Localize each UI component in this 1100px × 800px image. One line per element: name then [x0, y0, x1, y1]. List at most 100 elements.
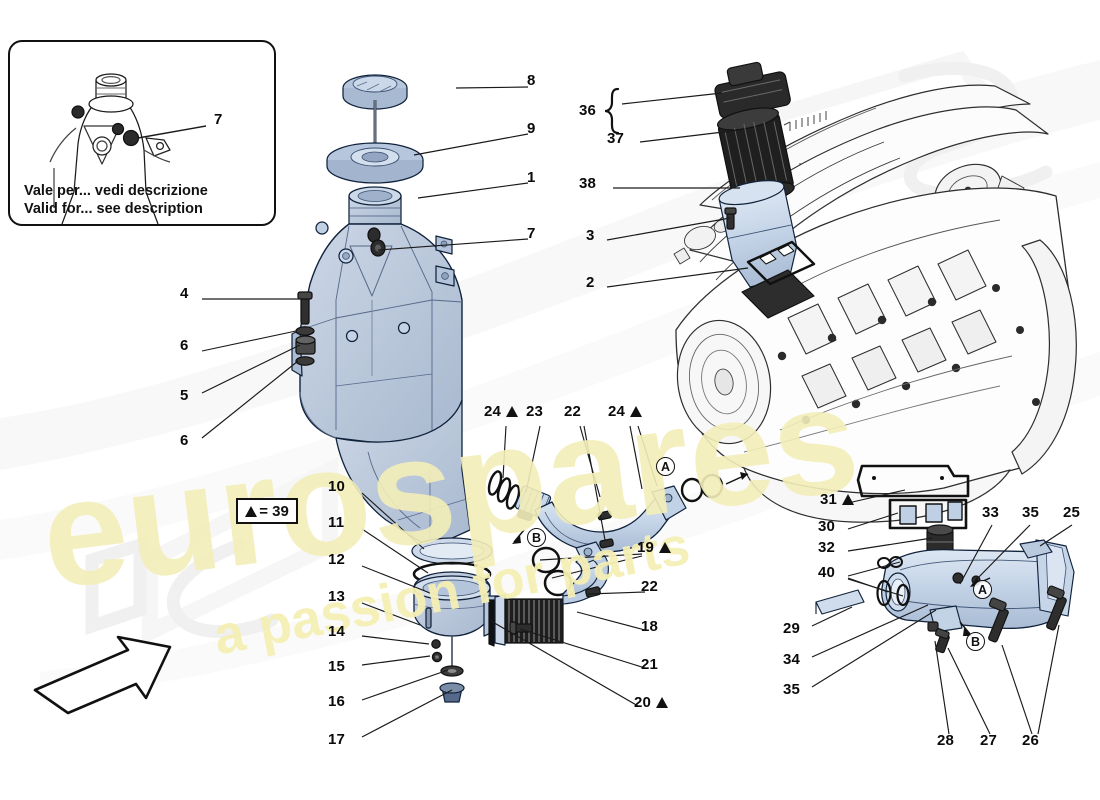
leader-line: [587, 591, 646, 595]
section-marker-b: B: [966, 632, 985, 651]
tank-flange-seal: [326, 142, 424, 184]
leader-line: [847, 578, 904, 597]
callout-4: 4: [180, 286, 189, 301]
leader-line: [201, 330, 297, 352]
callout-number: 3: [586, 227, 595, 244]
callout-number: 10: [328, 478, 346, 495]
callout-number: 21: [641, 656, 659, 673]
callout-12: 12: [328, 552, 345, 567]
callout-37: 37: [607, 131, 624, 146]
triangle-icon: [659, 542, 672, 553]
callout-6: 6: [180, 433, 189, 448]
callout-leader-lines: [201, 86, 1073, 738]
callout-number: 5: [180, 387, 189, 404]
callout-number: 36: [579, 102, 597, 119]
callout-number: 20: [634, 694, 652, 711]
leader-line: [455, 86, 529, 89]
callout-28: 28: [937, 733, 954, 748]
leader-line: [847, 537, 933, 552]
callout-3: 3: [586, 228, 595, 243]
leader-line: [934, 640, 950, 735]
callout-number: 8: [527, 72, 536, 89]
leader-line: [639, 129, 741, 143]
callout-number: 37: [607, 130, 625, 147]
triangle-icon: [842, 494, 855, 505]
callout-number: 33: [982, 504, 1000, 521]
callout-number: 12: [328, 551, 346, 568]
callout-number: 24: [484, 403, 502, 420]
callout-13: 13: [328, 589, 345, 604]
callout-26: 26: [1022, 733, 1039, 748]
callout-number: 17: [328, 731, 346, 748]
callout-number: 29: [783, 620, 801, 637]
callout-number: 14: [328, 623, 346, 640]
callout-number: 6: [180, 337, 189, 354]
leader-line: [551, 555, 643, 579]
section-marker-a: A: [656, 457, 675, 476]
section-marker-a: A: [973, 580, 992, 599]
leader-line: [201, 360, 299, 439]
inset-caption: Vale per... vedi descrizione Valid for..…: [24, 182, 270, 218]
callout-34: 34: [783, 652, 800, 667]
callout-33: 33: [982, 505, 999, 520]
callout-number: 13: [328, 588, 346, 605]
leader-line: [1001, 644, 1033, 735]
callout-number: 28: [937, 732, 955, 749]
section-marker-b: B: [527, 528, 546, 547]
callout-2: 2: [586, 275, 595, 290]
lower-oil-hose: [488, 529, 609, 647]
legend-text: = 39: [259, 502, 289, 520]
callout-number: 40: [818, 564, 836, 581]
callout-18: 18: [641, 619, 658, 634]
callout-22: 22: [641, 579, 658, 594]
leader-line: [413, 133, 529, 156]
triangle-icon: [506, 406, 519, 417]
callout-number: 1: [527, 169, 536, 186]
leader-line: [417, 182, 529, 199]
callout-21: 21: [641, 657, 658, 672]
leader-line: [811, 606, 853, 627]
leader-line: [1039, 524, 1073, 547]
callout-number: 24: [608, 403, 626, 420]
callout-40: 40: [818, 565, 835, 580]
leader-line: [361, 602, 421, 626]
callout-number: 35: [783, 681, 801, 698]
callout-24: 24: [484, 403, 519, 420]
callout-32: 32: [818, 540, 835, 555]
inset-caption-it: Vale per... vedi descrizione: [24, 183, 208, 199]
leader-line: [621, 92, 723, 105]
leader-line: [361, 655, 431, 666]
leader-line: [361, 492, 425, 550]
callout-number: 11: [328, 514, 345, 531]
callout-1: 1: [527, 170, 536, 185]
upper-oil-hose: [487, 470, 749, 553]
callout-number: 18: [641, 618, 659, 635]
callout-29: 29: [783, 621, 800, 636]
leader-line: [490, 620, 639, 707]
leader-line: [606, 267, 749, 288]
callout-10: 10: [328, 479, 345, 494]
callout-35: 35: [1022, 505, 1039, 520]
callout-number: 22: [641, 578, 659, 595]
leader-line: [811, 609, 937, 688]
callout-number: 27: [980, 732, 998, 749]
inset-leader: [137, 125, 207, 139]
callout-number: 23: [526, 403, 544, 420]
leader-line: [811, 604, 929, 658]
inset-callout-7: 7: [214, 111, 223, 128]
callout-15: 15: [328, 659, 345, 674]
leader-line: [539, 553, 643, 561]
legend-triangle-equals: = 39: [236, 498, 298, 524]
tank-cap: [342, 74, 408, 110]
leader-line: [361, 565, 431, 594]
callout-11: 11: [328, 515, 344, 530]
triangle-icon: [656, 697, 669, 708]
callout-number: 15: [328, 658, 346, 675]
leader-line: [847, 512, 899, 530]
inset-caption-en: Valid for... see description: [24, 201, 203, 218]
callout-number: 6: [180, 432, 189, 449]
callout-number: 38: [579, 175, 597, 192]
leader-line: [1037, 624, 1060, 735]
triangle-icon: [245, 505, 258, 517]
leader-line: [361, 528, 429, 574]
